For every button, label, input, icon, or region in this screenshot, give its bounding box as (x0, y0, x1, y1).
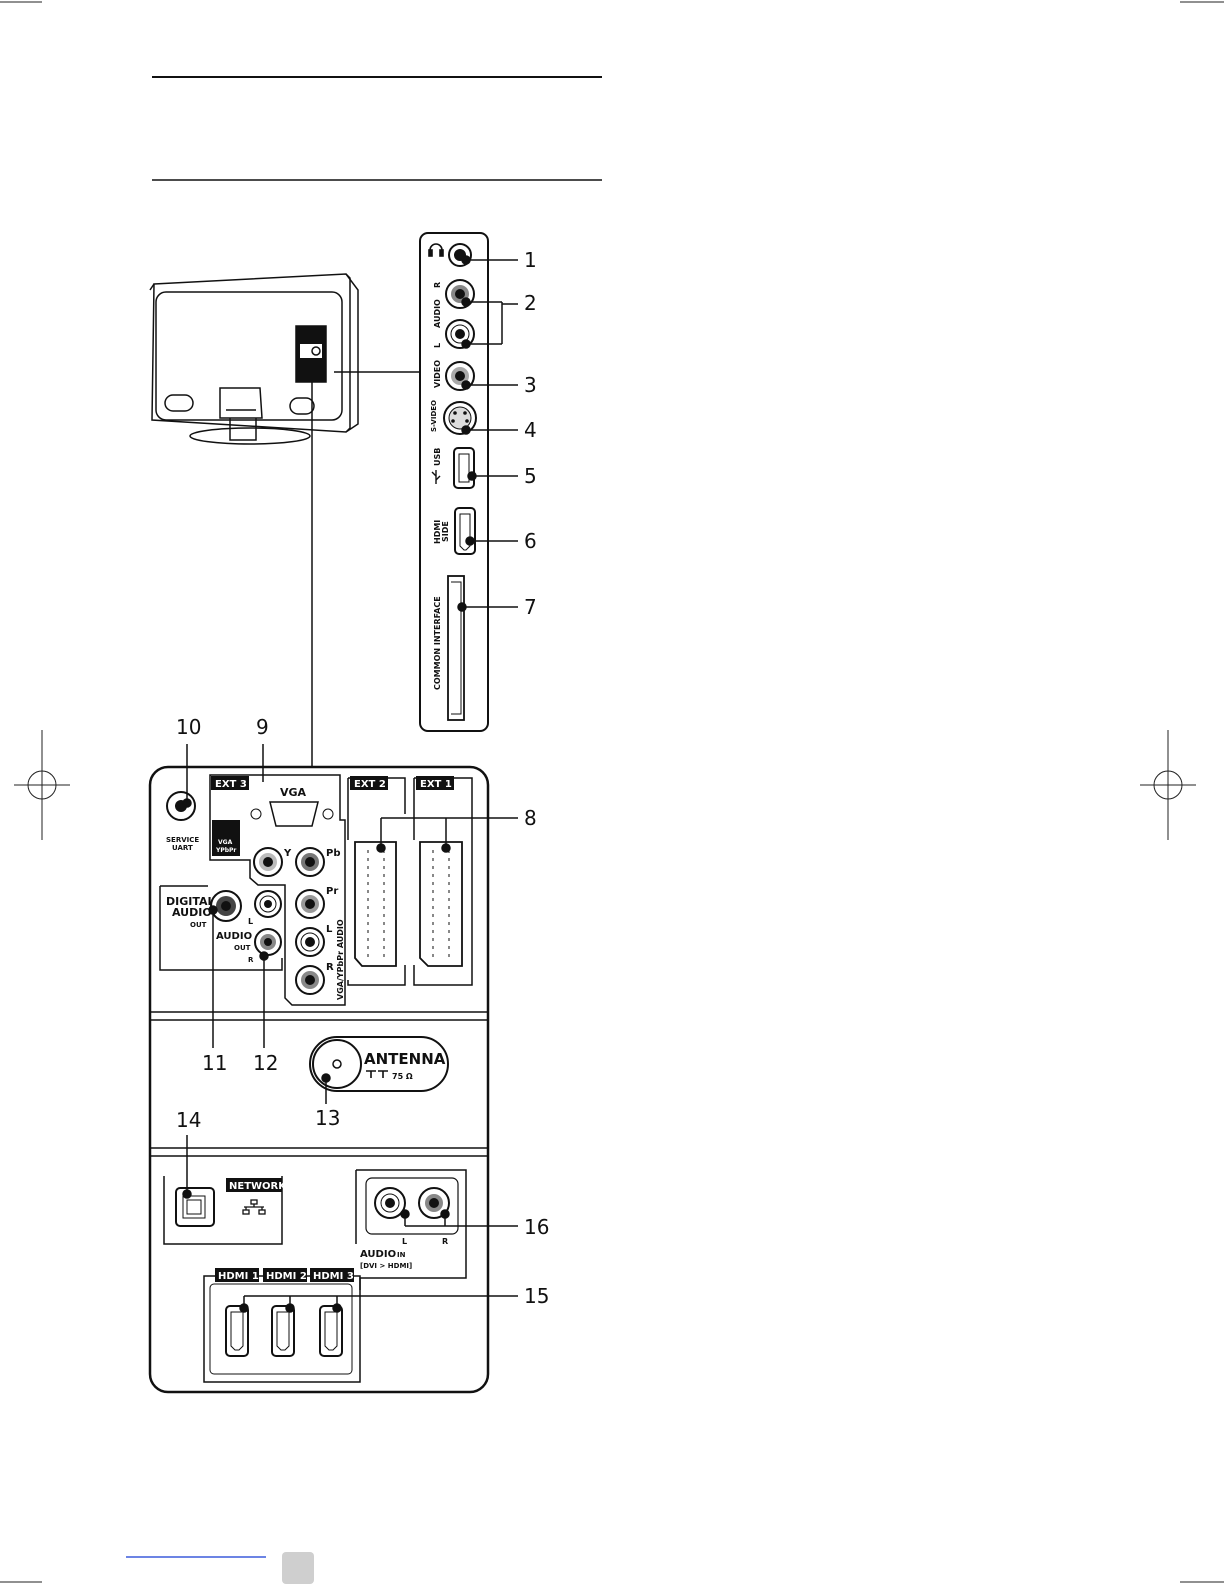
digital-audio-label: AUDIO (172, 906, 212, 919)
pb-label: Pb (326, 848, 341, 859)
vga-audio-l-connector (296, 928, 324, 956)
rear-connector-panel: SERVICE UART EXT 3 VGA VGA YPbPr Y Pb Pr… (150, 767, 488, 1392)
ext1-tab: EXT 1 (420, 779, 452, 790)
hdmi-2-tab: HDMI 2 (266, 1271, 307, 1282)
audio-in-dvi-label: [DVI > HDMI] (360, 1262, 412, 1270)
audio-out-l-connector (255, 891, 281, 917)
callout-7: 7 (524, 595, 537, 619)
side-side-label: SIDE (441, 521, 450, 542)
callout-10: 10 (176, 715, 201, 739)
network-tab: NETWORK (229, 1181, 287, 1192)
vga-audio-r-connector (296, 966, 324, 994)
callout-9: 9 (256, 715, 269, 739)
service-uart-connector (167, 792, 195, 820)
side-svideo-label: S-VIDEO (430, 400, 438, 432)
side-svideo-connector (444, 402, 476, 434)
common-interface-label: COMMON INTERFACE (433, 596, 442, 690)
pb-connector (296, 848, 324, 876)
callout-8: 8 (524, 806, 537, 830)
audio-in-in-label: IN (397, 1251, 406, 1259)
callout-4: 4 (524, 418, 537, 442)
pr-label: Pr (326, 886, 338, 897)
hdmi-block (204, 1268, 360, 1382)
side-audio-label: AUDIO (433, 299, 442, 328)
service-label: SERVICE (166, 836, 199, 844)
side-r-label: R (433, 282, 442, 288)
callout-15: 15 (524, 1284, 549, 1308)
audio-in-block (356, 1170, 466, 1290)
callout-5: 5 (524, 464, 537, 488)
ext2-tab: EXT 2 (354, 779, 386, 790)
callout-3: 3 (524, 373, 537, 397)
tv-back-illustration (150, 274, 420, 768)
vga-audio-l-label: L (326, 924, 333, 935)
audio-out-r-label: R (248, 956, 254, 964)
uart-label: UART (172, 844, 193, 852)
hdmi-2-connector (272, 1306, 294, 1356)
network-icon (243, 1200, 265, 1214)
audio-out-r-connector (255, 929, 281, 955)
footer-page-box (282, 1552, 314, 1584)
hdmi-1-connector (226, 1306, 248, 1356)
audio-out-l-label: L (248, 917, 253, 926)
y-label: Y (283, 848, 292, 859)
side-usb-label: USB (433, 448, 442, 466)
antenna-ohm-label: 75 Ω (392, 1072, 413, 1081)
headphone-icon (429, 244, 443, 256)
vga-label: VGA (280, 786, 307, 799)
audio-in-r-label: R (442, 1237, 448, 1246)
side-usb-connector (454, 448, 474, 488)
callout-6: 6 (524, 529, 537, 553)
ypbpr-switch-label: YPbPr (215, 847, 236, 854)
audio-in-l-label: L (402, 1237, 407, 1246)
hdmi-1-tab: HDMI 1 (218, 1271, 259, 1282)
side-video-label: VIDEO (433, 360, 442, 388)
ext1-scart-connector (420, 842, 462, 966)
callout-16: 16 (524, 1215, 549, 1239)
vga-audio-r-label: R (326, 962, 334, 973)
ext3-tab: EXT 3 (215, 779, 247, 790)
usb-icon (432, 470, 440, 484)
vga-ypbpr-audio-label: VGA/YPbPr AUDIO (336, 919, 345, 1000)
side-connector-panel: R AUDIO L VIDEO S-VIDEO USB (420, 233, 488, 731)
callout-12: 12 (253, 1051, 278, 1075)
callout-14: 14 (176, 1108, 201, 1132)
digital-out-label: OUT (190, 921, 207, 929)
antenna-label: ANTENNA (364, 1050, 446, 1068)
callout-1: 1 (524, 248, 537, 272)
side-hdmi-connector (455, 508, 475, 554)
vga-switch-label: VGA (218, 839, 233, 846)
vga-connector (251, 802, 333, 826)
callout-13: 13 (315, 1106, 340, 1130)
audio-out-label: AUDIO (216, 931, 252, 942)
callout-2: 2 (524, 291, 537, 315)
ext2-scart-connector (355, 842, 396, 966)
y-connector (254, 848, 282, 876)
callout-11: 11 (202, 1051, 227, 1075)
side-l-label: L (433, 343, 442, 348)
common-interface-slot (448, 576, 464, 720)
hdmi-3-connector (320, 1306, 342, 1356)
audio-in-label: AUDIO (360, 1249, 396, 1260)
pr-connector (296, 890, 324, 918)
hdmi-3-tab: HDMI 3 (313, 1271, 354, 1282)
audio-out-out-label: OUT (234, 944, 251, 952)
